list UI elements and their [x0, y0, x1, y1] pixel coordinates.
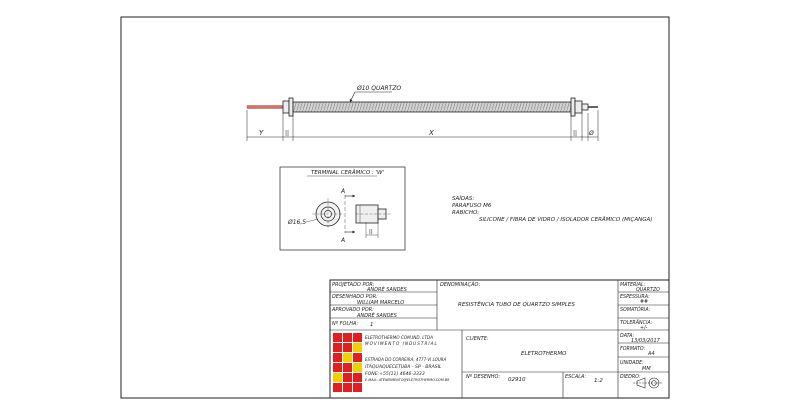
note-parafuso: PARAFUSO M6 [452, 203, 492, 209]
section-label-bottom: A [340, 237, 345, 244]
folha-value: 1 [370, 322, 374, 328]
dim-left-gap: || [285, 130, 289, 137]
note-rabicho: RABICHO: [452, 210, 479, 216]
dim-center: X [428, 129, 434, 137]
tolerancia-label: TOLERÂNCIA: [620, 319, 653, 326]
escala-label: ESCALA: [565, 374, 587, 380]
desenho-value: 02910 [508, 377, 526, 383]
denominacao-label: DENOMINAÇÃO: [440, 281, 481, 288]
escala-value: 1:2 [594, 378, 603, 384]
dim-right-gap: || [573, 130, 577, 137]
formato-value: A4 [647, 351, 655, 357]
data-value: 13/03/2017 [631, 338, 661, 344]
cliente-label: CLIENTE: [466, 336, 489, 342]
data-label: DATA: [620, 333, 634, 339]
diedro-label: DIEDRO: [620, 374, 641, 380]
tube-label: Ø10 QUARTZO [356, 85, 401, 92]
quartz-tube [292, 101, 572, 113]
detail-title: TERMINAL CERÂMICO : 'W' [311, 169, 384, 176]
heater-tube-view: Ø10 QUARTZO Y || X || Ø [246, 85, 599, 141]
company-logo [333, 333, 362, 392]
denominacao-value: RESISTÊNCIA TUBO DE QUARTZO SIMPLES [458, 300, 575, 308]
terminal-right [570, 97, 576, 117]
address-line1: ESTRADA DO CORREIRA, 4777-VI LOURA [365, 357, 447, 362]
phone: FONE:+55(11) 4646-3333 [365, 371, 425, 377]
tolerancia-value: +/- [640, 325, 648, 331]
cliente-value: ELETROTHERMO [521, 351, 567, 357]
projetado-value: ANDRÉ SANDES [366, 285, 408, 293]
dim-left: Y [259, 129, 264, 137]
company-tagline: MOVIMENTO INDUSTRIAL [365, 341, 438, 346]
title-block: PROJETADO POR: ANDRÉ SANDES DESENHADO PO… [329, 279, 670, 399]
terminal-detail-view: TERMINAL CERÂMICO : 'W' Ø16,5 A A || [279, 166, 406, 251]
company-name: ELETROTHERMO COM.IND. LTDA [365, 335, 433, 340]
detail-frame [279, 166, 406, 251]
email: E-MAIL: ATENDIMENTO@ELETROTHERMO.COM.BR [365, 378, 450, 382]
section-label-top: A [340, 188, 345, 195]
aprovado-label: APROVADO POR: [331, 307, 374, 313]
aprovado-value: ANDRÉ SANDES [356, 311, 398, 319]
projection-symbol-icon [633, 377, 662, 389]
detail-diameter: Ø16,5 [287, 219, 306, 226]
note-saidas: SAÍDAS: [452, 195, 474, 202]
address-line2: ITAQUAQUECETUBA - SP - BRASIL [365, 364, 442, 370]
terminal-left [282, 100, 290, 114]
desenhado-label: DESENHADO POR: [332, 294, 378, 300]
desenho-label: Nº DESENHO: [466, 374, 501, 380]
unidade-value: MM [642, 366, 651, 372]
unidade-label: UNIDADE: [620, 360, 644, 366]
detail-gap: || [369, 229, 373, 235]
espessura-label: ESPESSURA: [620, 294, 650, 300]
espessura-value: ## [640, 299, 648, 305]
somatoria-label: SOMATÓRIA: [620, 306, 651, 313]
note-rabicho-spec: SILICONE / FIBRA DE VIDRO / ISOLADOR CER… [479, 216, 652, 223]
notes: SAÍDAS: PARAFUSO M6 RABICHO: SILICONE / … [452, 195, 652, 223]
folha-label: Nº FOLHA: [332, 321, 359, 327]
lead-wire-left [246, 105, 284, 109]
label-leader [349, 91, 356, 103]
projetado-label: PROJETADO POR: [332, 282, 375, 288]
dim-right: Ø [588, 130, 594, 137]
material-label: MATERIAL: [620, 282, 646, 288]
desenhado-value: WILLIAM MARCELO [357, 300, 404, 306]
formato-label: FORMATO: [620, 346, 646, 352]
material-value: QUARTZO [636, 287, 660, 293]
